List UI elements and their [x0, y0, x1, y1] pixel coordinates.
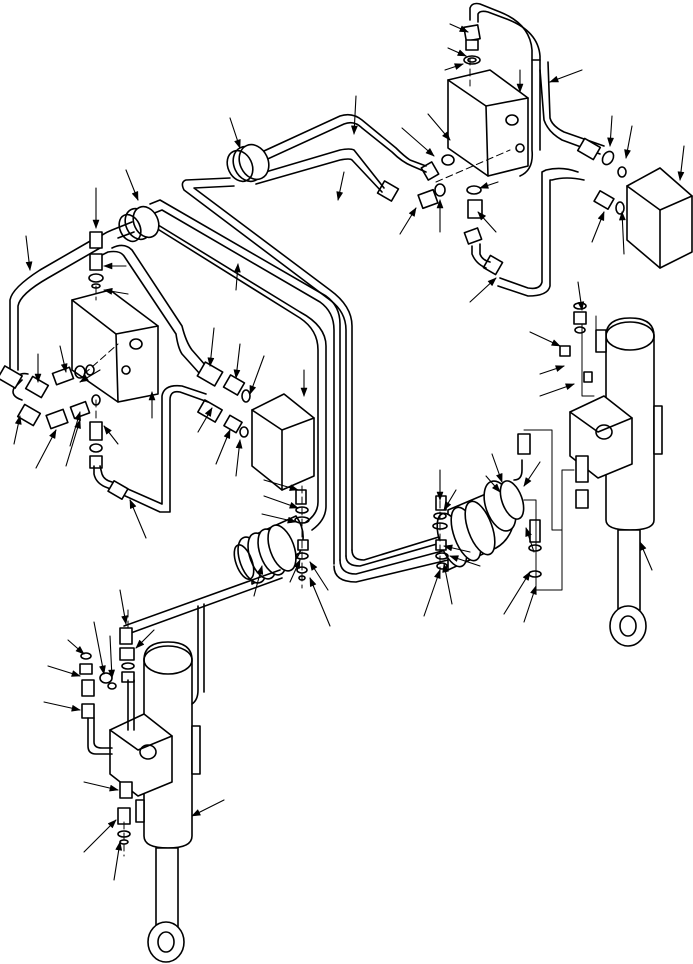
leader-arrowhead [235, 439, 243, 449]
leader-arrowhead [457, 49, 467, 57]
leader-arrowhead [522, 571, 531, 581]
junction-block-upper-right [626, 167, 693, 269]
leader-arrowhead [555, 365, 565, 372]
leader-arrowhead [577, 301, 585, 311]
leader-arrowhead [351, 125, 358, 135]
leader-arrowhead [115, 841, 123, 851]
leader-arrowhead [607, 137, 614, 147]
leader-line [309, 577, 331, 627]
leader-arrowhead [191, 809, 201, 817]
leader-arrowhead [523, 477, 532, 487]
junction-block-center [251, 393, 315, 491]
leader-arrowhead [425, 148, 435, 157]
hydraulic-cylinder-right [559, 302, 663, 647]
leader-arrowhead [442, 563, 449, 573]
leader-arrowhead [103, 262, 113, 270]
hose-bundle-main [149, 113, 449, 583]
fittings-left-cylinder [79, 569, 283, 845]
leader-arrowhead [287, 516, 297, 524]
leader-arrowhead [492, 483, 501, 493]
leader-arrowhead [408, 207, 417, 217]
leader-arrowhead [74, 411, 81, 421]
leader-arrowhead [516, 83, 524, 93]
hose-right-lower [471, 167, 585, 297]
leader-arrowhead [25, 261, 33, 271]
leader-arrowhead [289, 484, 299, 491]
leader-arrowhead [79, 375, 89, 383]
leader-arrowhead [99, 665, 106, 675]
leader-arrowhead [442, 131, 451, 141]
leader-arrowhead [477, 211, 486, 221]
leader-arrowhead [207, 357, 215, 367]
leader-arrowhead [434, 569, 441, 579]
leader-arrowhead [121, 615, 128, 625]
rotary-actuator-center [233, 489, 310, 585]
leader-arrowhead [309, 561, 318, 571]
leader-arrowhead [60, 363, 68, 373]
leader-arrowhead [436, 199, 444, 209]
leader-arrowhead [677, 171, 685, 181]
leader-arrowhead [148, 391, 156, 401]
leader-arrowhead [565, 383, 575, 390]
leader-arrowhead [107, 819, 117, 829]
leader-arrowhead [71, 670, 81, 677]
leader-arrowhead [256, 565, 264, 575]
leader-arrowhead [530, 585, 537, 595]
fittings-left [0, 231, 251, 469]
leader-arrowhead [597, 211, 605, 221]
leader-arrowhead [619, 211, 626, 221]
hose-top-right [469, 2, 605, 177]
leader-arrowhead [436, 491, 444, 501]
rotary-actuator-right [432, 433, 542, 578]
leader-arrowhead [131, 191, 139, 201]
valve-block-left [71, 289, 159, 403]
leader-arrowhead [233, 369, 241, 379]
leader-arrowhead [443, 501, 451, 511]
leader-arrowhead [129, 499, 137, 509]
leader-arrowhead [92, 219, 100, 229]
leader-arrowhead [249, 385, 256, 395]
rotary-coupling-left [118, 205, 160, 243]
centerlines [83, 57, 511, 857]
leader-line [93, 621, 105, 675]
leader-arrowhead [454, 63, 464, 70]
leader-arrowhead [103, 288, 113, 295]
leader-arrowhead [223, 429, 231, 439]
leader-arrowhead [15, 415, 22, 425]
leader-arrowhead [234, 139, 241, 149]
leader-arrowhead [551, 339, 561, 347]
leader-arrowhead [525, 527, 532, 537]
leader-arrowhead [479, 182, 489, 189]
leader-arrowhead [487, 277, 497, 286]
hose-left-lower [93, 384, 209, 513]
leader-arrowhead [496, 473, 503, 483]
leader-arrowhead [449, 555, 459, 562]
leader-arrowhead [108, 669, 115, 679]
leader-arrowhead [459, 25, 469, 33]
callout-leaders [13, 23, 685, 881]
leader-arrowhead [293, 559, 301, 569]
leader-arrowhead [300, 387, 308, 397]
leader-arrowhead [49, 429, 57, 439]
leader-arrowhead [624, 149, 631, 159]
leader-arrowhead [443, 544, 453, 552]
leader-arrowhead [34, 373, 42, 383]
leader-arrowhead [109, 784, 119, 792]
leader-arrowhead [103, 425, 112, 435]
leader-arrowhead [71, 705, 81, 712]
leader-arrowhead [336, 191, 343, 201]
leader-arrowhead [309, 577, 317, 587]
leader-arrowhead [135, 639, 145, 649]
leader-arrowhead [205, 407, 213, 417]
valve-block-upper-right [447, 69, 529, 177]
leader-arrowhead [639, 541, 647, 551]
leader-arrowhead [234, 263, 241, 273]
leader-arrowhead [75, 646, 85, 655]
leader-arrowhead [289, 502, 299, 509]
leader-arrowhead [549, 76, 559, 83]
rotary-coupling-top [226, 143, 270, 183]
hydraulic-cylinder-left [109, 641, 201, 963]
